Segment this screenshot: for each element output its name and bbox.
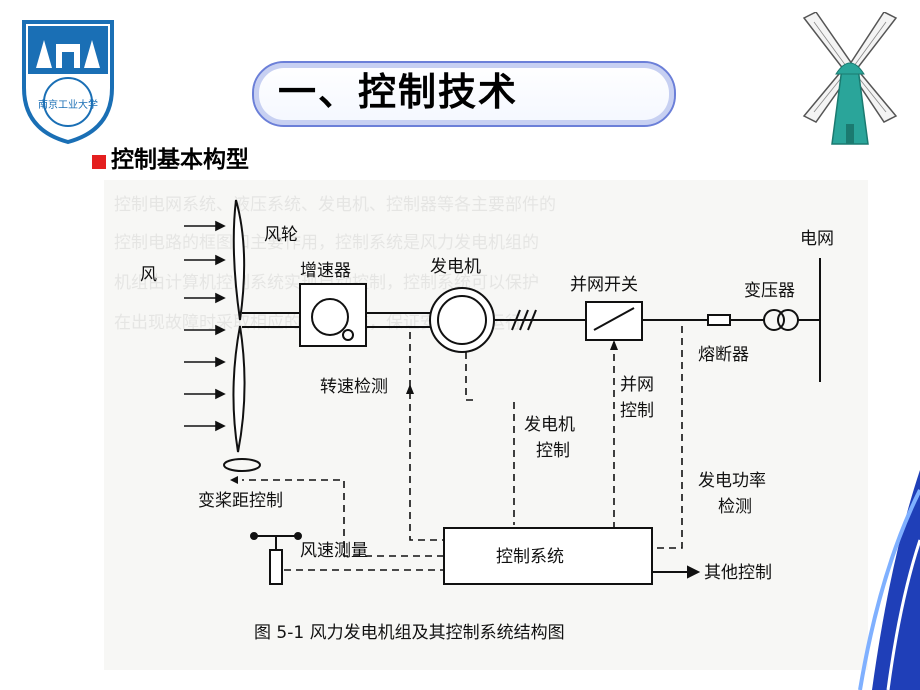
university-logo: 南京工业大学	[22, 20, 114, 145]
svg-text:南京工业大学: 南京工业大学	[38, 98, 98, 111]
rotor-blade-lower	[232, 325, 246, 453]
rotor-blade-upper	[232, 199, 246, 321]
label-power-detect-1: 发电功率	[698, 471, 766, 491]
slide-title: 一、控制技术	[278, 70, 519, 114]
figure-caption: 图 5-1 风力发电机组及其控制系统结构图	[254, 623, 565, 643]
label-grid-control-1: 并网	[620, 375, 654, 395]
label-wind-measure: 风速测量	[300, 541, 368, 561]
windmill-icon	[802, 12, 898, 145]
section-subtitle: 控制基本构型	[111, 147, 249, 173]
wind-sensor	[269, 549, 283, 585]
svg-text:控制电路的框图和主要作用，控制系统是风力发电机组的: 控制电路的框图和主要作用，控制系统是风力发电机组的	[114, 233, 539, 253]
label-wind: 风	[140, 265, 157, 285]
label-fuse: 熔断器	[698, 345, 749, 365]
generator-symbol	[429, 287, 495, 353]
label-grid: 电网	[800, 229, 834, 249]
label-speed-detect: 转速检测	[320, 377, 388, 397]
label-generator: 发电机	[430, 257, 481, 277]
title-banner	[252, 61, 676, 127]
bullet-marker	[92, 155, 106, 169]
gearbox-box	[299, 283, 367, 347]
label-gearbox: 增速器	[300, 261, 351, 281]
label-rotor: 风轮	[264, 225, 298, 245]
fuse-symbol	[707, 314, 731, 326]
label-gen-control-2: 控制	[536, 441, 570, 461]
label-gen-control-1: 发电机	[524, 415, 575, 435]
label-power-detect-2: 检测	[718, 497, 752, 517]
label-pitch-control: 变桨距控制	[198, 491, 283, 511]
label-transformer: 变压器	[744, 281, 795, 301]
control-structure-diagram: 控制电网系统、液压系统、发电机、控制器等各主要部件的 控制电路的框图和主要作用，…	[104, 180, 868, 670]
transformer-symbol	[763, 309, 785, 331]
label-control-system: 控制系统	[496, 547, 564, 567]
svg-text:控制电网系统、液压系统、发电机、控制器等各主要部件的: 控制电网系统、液压系统、发电机、控制器等各主要部件的	[114, 195, 556, 215]
label-grid-control-2: 控制	[620, 401, 654, 421]
label-other-control: 其他控制	[704, 563, 772, 583]
label-grid-switch: 并网开关	[570, 275, 638, 295]
